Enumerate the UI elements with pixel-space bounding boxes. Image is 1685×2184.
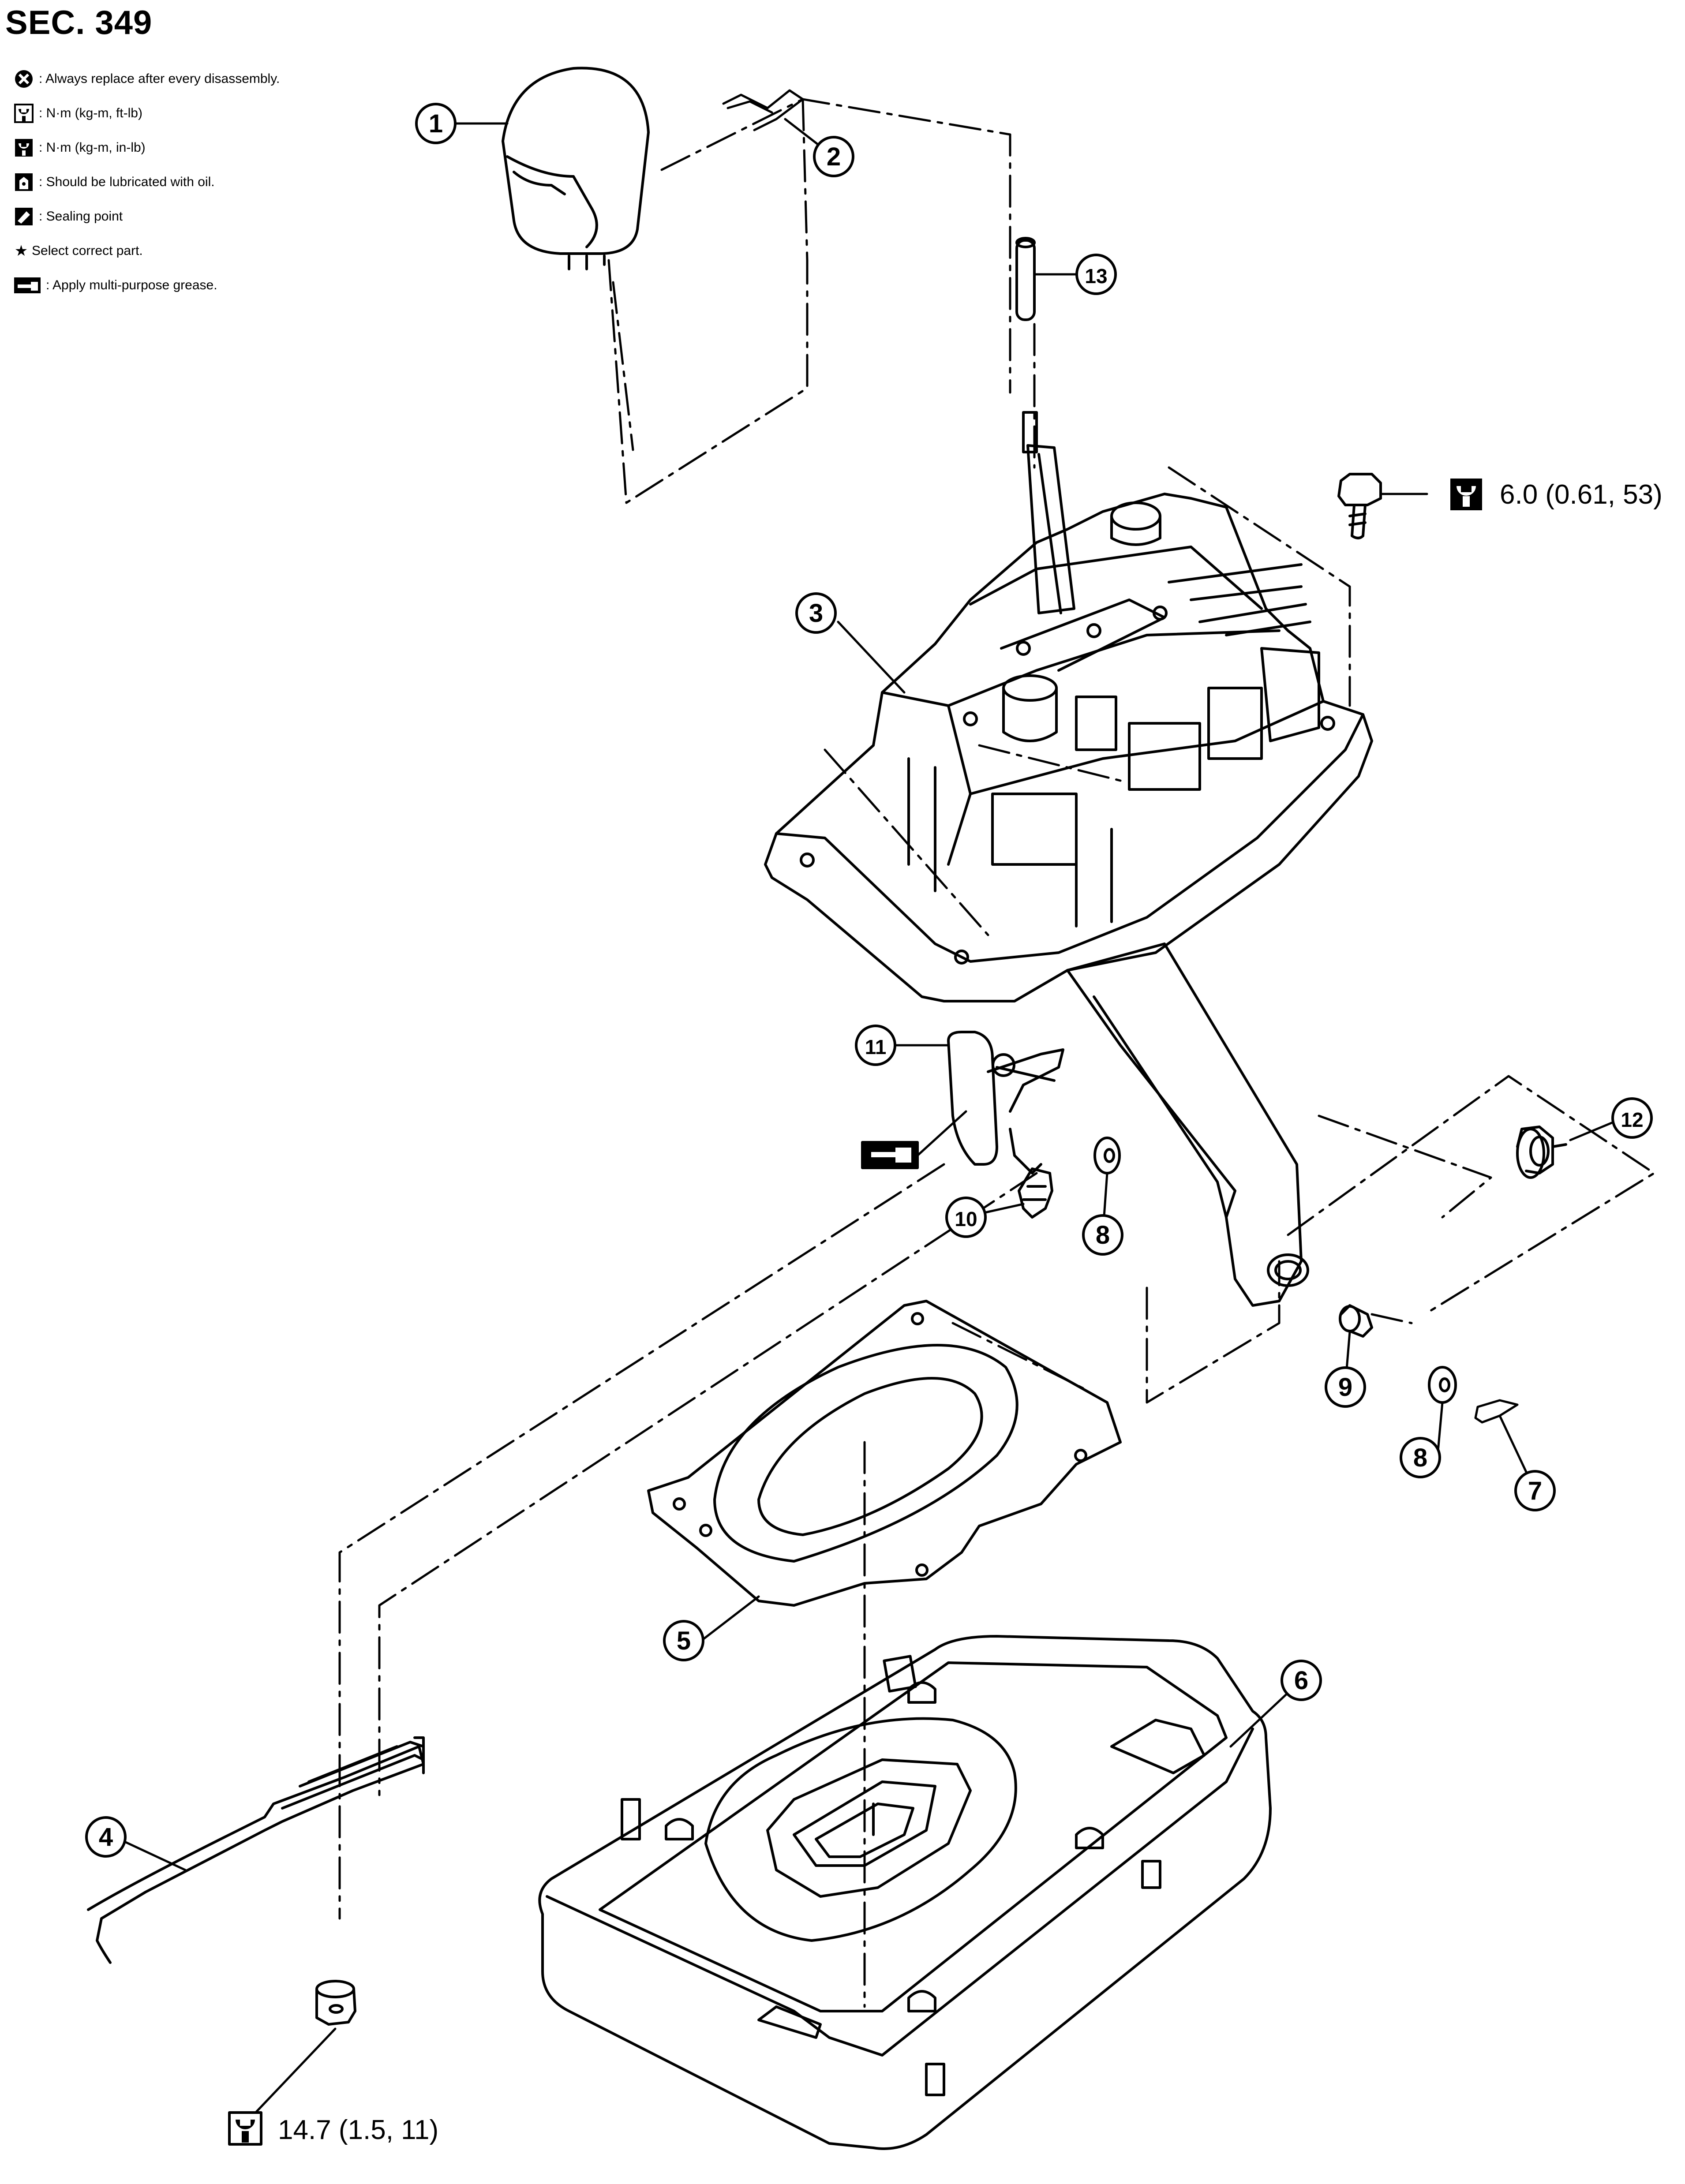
- legend-text-grease: : Apply multi-purpose grease.: [46, 278, 217, 292]
- callout-10: 10: [945, 1197, 987, 1238]
- svg-text:5: 5: [677, 1627, 691, 1655]
- grease-icon: [14, 277, 41, 293]
- seal-plate: [647, 1300, 1122, 1607]
- callout-2: 2: [813, 136, 854, 177]
- callout-5: 5: [663, 1620, 704, 1661]
- torque-wrench-icon: [14, 104, 34, 123]
- bushing: [1516, 1126, 1567, 1179]
- legend-row-grease: : Apply multi-purpose grease.: [13, 268, 410, 303]
- washer-upper: [1093, 1137, 1121, 1174]
- torque-wrench-filled-icon: [15, 139, 33, 157]
- shift-bracket: [947, 1031, 1064, 1174]
- sealing-point-icon: [15, 208, 33, 225]
- symbol-legend: : Always replace after every disassembly…: [13, 62, 410, 303]
- oil-can-icon: [15, 173, 33, 191]
- assembly-lines: [338, 98, 1655, 2008]
- svg-text:9: 9: [1338, 1373, 1352, 1402]
- svg-text:8: 8: [1413, 1444, 1427, 1472]
- svg-text:7: 7: [1528, 1477, 1542, 1505]
- legend-row-oil: : Should be lubricated with oil.: [13, 165, 410, 199]
- console-housing: [538, 1635, 1272, 2150]
- section-title: SEC. 349: [5, 4, 153, 41]
- mounting-nut: [315, 1980, 356, 2026]
- torque-value-bottom: 14.7 (1.5, 11): [278, 2115, 438, 2145]
- callout-3: 3: [795, 592, 837, 634]
- torque-value-top: 6.0 (0.61, 53): [1500, 479, 1663, 510]
- legend-text-oil: : Should be lubricated with oil.: [39, 175, 215, 189]
- knob-pin: [1015, 237, 1036, 321]
- svg-text:11: 11: [865, 1036, 887, 1058]
- control-cable: [87, 1736, 425, 1964]
- callout-13: 13: [1075, 254, 1117, 295]
- legend-text-torque-ftlb: : N·m (kg-m, ft-lb): [39, 106, 142, 120]
- grease-marker-icon: [861, 1141, 919, 1169]
- lock-pin-clip: [722, 89, 804, 131]
- torque-wrench-filled-icon: [1457, 486, 1476, 496]
- legend-text-select: Select correct part.: [32, 243, 143, 258]
- callout-1: 1: [415, 103, 457, 144]
- snap-pin: [1474, 1399, 1519, 1424]
- svg-text:3: 3: [809, 599, 823, 628]
- svg-text:1: 1: [429, 109, 443, 138]
- legend-row-select: ★ Select correct part.: [13, 234, 410, 268]
- torque-spec-top: 6.0 (0.61, 53): [1450, 479, 1663, 510]
- legend-row-torque-inlb: : N·m (kg-m, in-lb): [13, 131, 410, 165]
- console-bosses: [665, 1681, 1104, 2012]
- washer-lower: [1428, 1366, 1457, 1404]
- legend-row-replace: : Always replace after every disassembly…: [13, 62, 410, 96]
- callout-9: 9: [1325, 1366, 1366, 1408]
- always-replace-icon: [15, 70, 33, 88]
- svg-text:12: 12: [1621, 1108, 1643, 1131]
- star-icon: ★: [14, 243, 28, 259]
- svg-text:4: 4: [99, 1823, 113, 1851]
- svg-text:8: 8: [1096, 1221, 1110, 1249]
- svg-text:2: 2: [827, 142, 841, 171]
- callout-8-upper: 8: [1082, 1214, 1123, 1256]
- callout-4: 4: [85, 1816, 127, 1858]
- callout-11: 11: [855, 1025, 896, 1066]
- legend-text-replace: : Always replace after every disassembly…: [39, 71, 280, 86]
- legend-row-torque-ftlb: : N·m (kg-m, ft-lb): [13, 96, 410, 131]
- collar: [1339, 1304, 1373, 1338]
- svg-text:10: 10: [955, 1208, 977, 1230]
- callouts: 1 2 13 3 11 10 8 12 9 8 7 5 6 4: [85, 103, 1653, 1858]
- svg-text:6: 6: [1294, 1666, 1308, 1695]
- retaining-clip: [1018, 1167, 1053, 1219]
- control-device-assembly: [764, 411, 1373, 1307]
- torque-wrench-icon: [236, 2120, 255, 2129]
- svg-text:13: 13: [1085, 265, 1107, 288]
- legend-row-sealing: : Sealing point: [13, 199, 410, 234]
- legend-text-sealing: : Sealing point: [39, 209, 123, 224]
- callout-6: 6: [1281, 1660, 1322, 1701]
- callout-8-lower: 8: [1400, 1437, 1441, 1478]
- shift-knob: [502, 67, 650, 270]
- mounting-bolt: [1337, 473, 1382, 539]
- callout-7: 7: [1514, 1470, 1556, 1511]
- leader-lines: [118, 118, 1625, 2118]
- legend-text-torque-inlb: : N·m (kg-m, in-lb): [39, 140, 146, 155]
- torque-spec-bottom: 14.7 (1.5, 11): [228, 2111, 438, 2146]
- callout-12: 12: [1611, 1097, 1653, 1139]
